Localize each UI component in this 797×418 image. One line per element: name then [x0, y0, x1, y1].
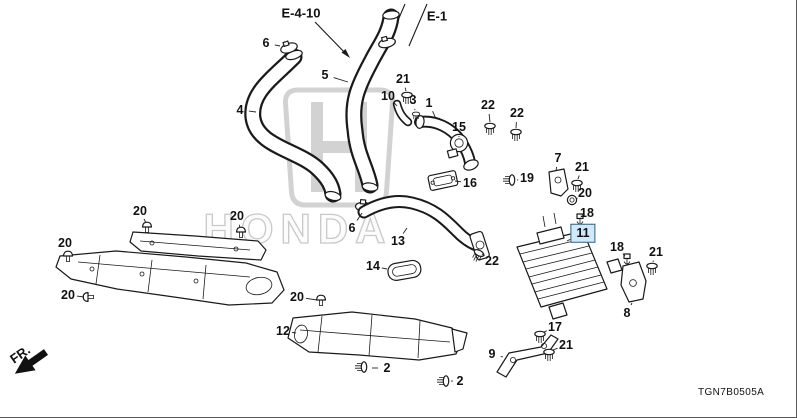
fr-direction-arrow: FR. [7, 342, 49, 374]
plate-16 [427, 170, 459, 191]
duct-12 [287, 311, 468, 361]
callout-17[interactable]: 17 [548, 319, 562, 334]
callout-8[interactable]: 8 [623, 305, 631, 320]
bracket-8 [620, 261, 647, 303]
bolt-2-icon [354, 361, 368, 373]
air-duct-upper [129, 231, 267, 261]
clip-20-icon [315, 294, 327, 307]
hose-10 [392, 99, 413, 127]
bracket-7 [548, 168, 569, 197]
callout-14[interactable]: 14 [366, 258, 380, 273]
callout-11[interactable]: 11 [570, 223, 596, 243]
clip-20-icon [82, 291, 95, 303]
bolt-22-icon [484, 122, 496, 136]
callout-10[interactable]: 10 [381, 88, 395, 103]
inlet-pipe-1 [414, 115, 479, 171]
section-divider-marks [314, 3, 428, 58]
ref-arrow-e-4-10 [314, 21, 349, 57]
callout-5[interactable]: 5 [321, 67, 329, 82]
clamp-6-hose5-icon [378, 35, 396, 49]
callout-2[interactable]: 2 [383, 360, 391, 375]
callout-19[interactable]: 19 [520, 170, 534, 185]
callout-21[interactable]: 21 [396, 71, 410, 86]
callout-6[interactable]: 6 [348, 220, 356, 235]
callout-13[interactable]: 13 [391, 233, 405, 248]
callout-15[interactable]: 15 [452, 119, 466, 134]
callout-7[interactable]: 7 [554, 150, 562, 165]
ref-label-e-4-10: E-4-10 [281, 5, 321, 21]
ref-label-e-1: E-1 [426, 8, 448, 24]
bolt-17-icon [534, 330, 546, 344]
callout-18[interactable]: 18 [610, 239, 624, 254]
callout-20[interactable]: 20 [578, 185, 592, 200]
callout-1[interactable]: 1 [425, 95, 433, 110]
callout-20[interactable]: 20 [61, 287, 75, 302]
callout-20[interactable]: 20 [230, 208, 244, 223]
air-duct-lower [55, 250, 285, 306]
callout-21[interactable]: 21 [575, 159, 589, 174]
bolt-21-icon [543, 348, 555, 362]
callout-18[interactable]: 18 [580, 205, 594, 220]
callout-4[interactable]: 4 [236, 102, 244, 117]
callout-21[interactable]: 21 [649, 244, 663, 259]
clamp-6-upper-icon [280, 40, 298, 54]
fr-arrow-icon [27, 349, 49, 367]
callout-2[interactable]: 2 [456, 373, 464, 388]
gasket-14 [387, 259, 422, 281]
pipe-13 [357, 194, 490, 261]
callout-6[interactable]: 6 [262, 35, 270, 50]
bolt-22-icon [510, 128, 522, 142]
valve-15 [446, 133, 469, 159]
clip-20-icon [141, 221, 153, 234]
callout-9[interactable]: 9 [488, 346, 496, 361]
callout-22[interactable]: 22 [485, 253, 499, 268]
diagram-code: TGN7B0505A [698, 387, 765, 398]
callout-20[interactable]: 20 [133, 203, 147, 218]
honda-watermark: HONDA [203, 87, 395, 253]
bracket-9 [496, 334, 559, 378]
bolt-2-icon [436, 375, 450, 387]
watermark-text: HONDA [204, 205, 393, 252]
callout-20[interactable]: 20 [58, 235, 72, 250]
callout-12[interactable]: 12 [276, 323, 290, 338]
intercooler-11 [516, 212, 623, 320]
callout-22[interactable]: 22 [510, 105, 524, 120]
callout-22[interactable]: 22 [481, 97, 495, 112]
callout-leader-lines [66, 44, 654, 382]
callout-16[interactable]: 16 [463, 175, 477, 190]
callout-20[interactable]: 20 [290, 289, 304, 304]
callout-21[interactable]: 21 [559, 337, 573, 352]
callout-3[interactable]: 3 [409, 92, 417, 107]
bolt-21-icon [646, 262, 658, 276]
bolt-19-icon [502, 174, 516, 186]
